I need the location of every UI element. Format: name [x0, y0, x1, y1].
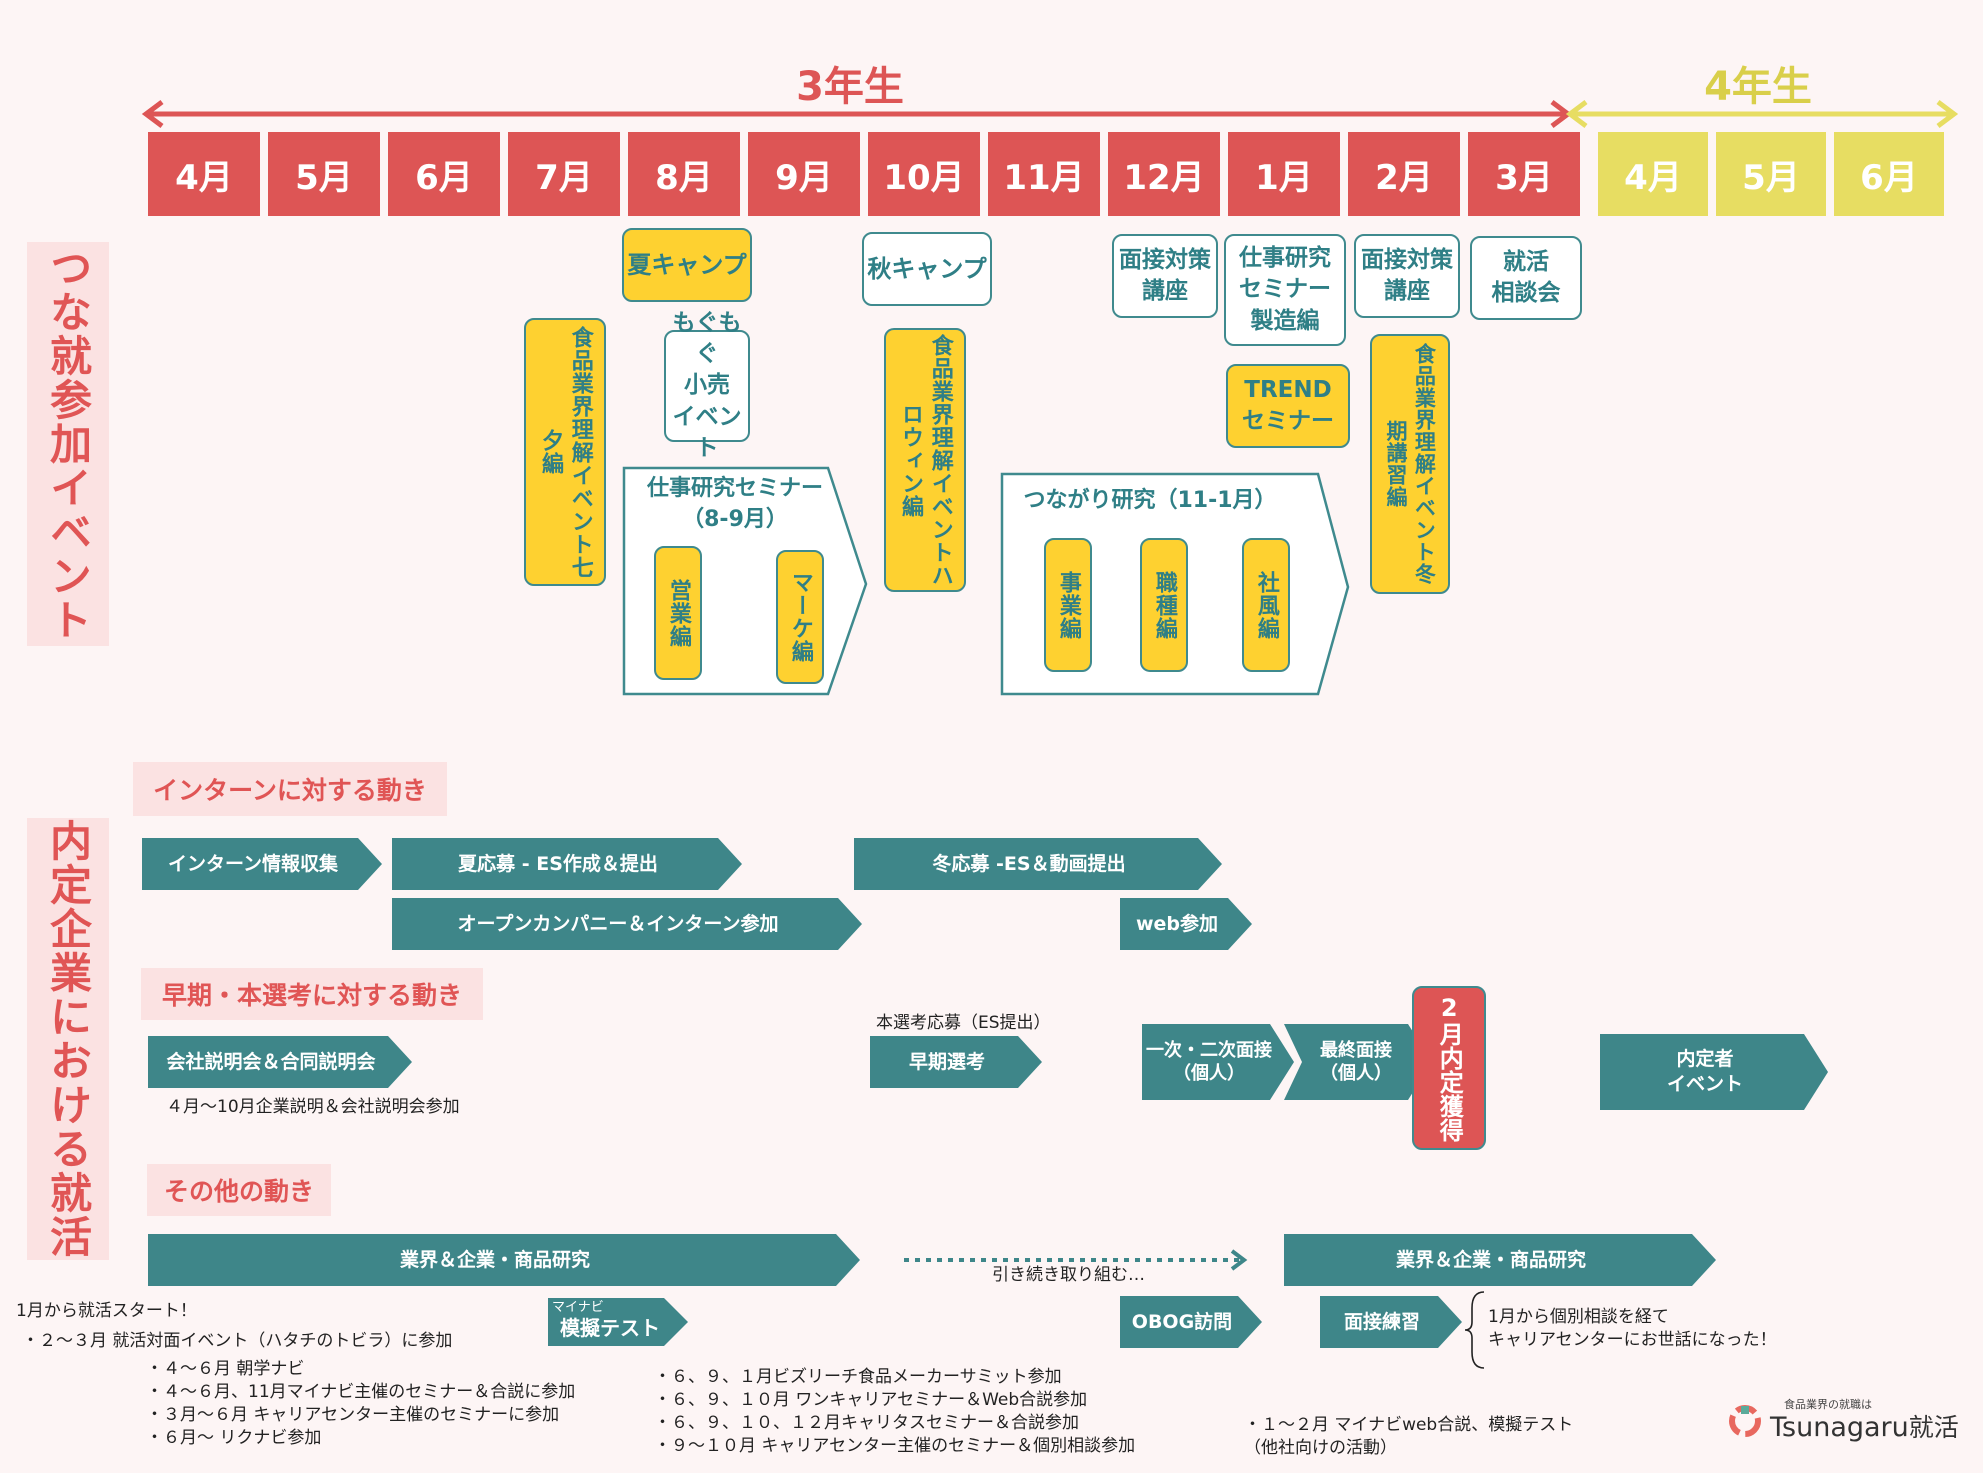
logo-suffix: 就活: [1908, 1413, 1959, 1442]
logo-wordmark: Tsunagaru就活: [1770, 1408, 1959, 1444]
section-other-title: その他の動き: [147, 1164, 331, 1216]
event-job-seminar-mfg: 仕事研究 セミナー 製造編: [1224, 234, 1346, 346]
section-early-title: 早期・本選考に対する動き: [141, 968, 483, 1020]
briefing-note: ４月〜10月企業説明＆会社説明会参加: [166, 1097, 460, 1117]
obog-arrow: OBOG訪問: [1120, 1296, 1262, 1348]
event-trend-seminar: TREND セミナー: [1226, 364, 1350, 448]
month-apr: 4月: [148, 132, 260, 216]
event-interview-course-1: 面接対策 講座: [1112, 234, 1218, 318]
event-mogumogu: もぐもぐ 小売 イベント: [664, 310, 750, 461]
month-dec: 12月: [1108, 132, 1220, 216]
logo-brand: Tsunagaru: [1770, 1412, 1909, 1443]
offer-badge: 2月内定獲得: [1412, 986, 1486, 1150]
logo-small-text: 食品業界の就職は: [1784, 1398, 1872, 1411]
sidebar-events-title: つな就参加イベント: [27, 242, 109, 646]
month-mar: 3月: [1468, 132, 1580, 216]
intern-web-arrow: web参加: [1120, 898, 1252, 950]
offer-event-arrow: 内定者 イベント: [1600, 1034, 1828, 1110]
final-interview-arrow: 最終面接 （個人）: [1284, 1024, 1432, 1100]
note-list-b: ・６、９、１月ビズリーチ食品メーカーサミット参加 ・６、９、１０月 ワンキャリア…: [654, 1367, 1136, 1456]
event-autumn-camp: 秋キャンプ: [862, 232, 992, 306]
event-tsunagari-occupation: 職種編: [1140, 538, 1188, 672]
event-tsunagari-culture: 社風編: [1242, 538, 1290, 672]
brace-icon: [1464, 1291, 1485, 1369]
event-food-tanabata: 食品業界理解イベント七夕編: [524, 318, 606, 586]
mock-test-arrow: マイナビ 模擬テスト: [548, 1298, 688, 1346]
tsunagari-title: つながり研究（11-1月）: [1023, 488, 1277, 513]
briefing-arrow: 会社説明会＆合同説明会: [148, 1036, 412, 1088]
month-nov: 11月: [988, 132, 1100, 216]
intern-summer-arrow: 夏応募 - ES作成＆提出: [392, 838, 742, 890]
month-feb: 2月: [1348, 132, 1460, 216]
year-3-label: 3年生: [796, 64, 904, 110]
apply-note: 本選考応募（ES提出）: [876, 1013, 1051, 1033]
month-sep: 9月: [748, 132, 860, 216]
intern-winter-arrow: 冬応募 -ES＆動画提出: [854, 838, 1222, 890]
event-summer-camp: 夏キャンプ: [622, 228, 752, 302]
event-interview-course-2: 面接対策 講座: [1354, 234, 1460, 318]
event-tsunagari-business: 事業編: [1044, 538, 1092, 672]
event-food-winter: 食品業界理解イベント冬期講習編: [1370, 334, 1450, 594]
job-seminar-title: 仕事研究セミナー （8-9月）: [646, 476, 823, 532]
interview-practice-arrow: 面接練習: [1320, 1296, 1462, 1348]
continue-dotted-arrow: [904, 1249, 1248, 1271]
mock-test-label: 模擬テスト: [560, 1316, 660, 1340]
section-intern-title: インターンに対する動き: [133, 762, 447, 816]
mock-test-small-label: マイナビ: [552, 1300, 604, 1315]
month-aug: 8月: [628, 132, 740, 216]
month-may-4th: 5月: [1716, 132, 1826, 216]
sidebar-activities-title: 内定企業における就活: [27, 818, 109, 1260]
intern-info-arrow: インターン情報収集: [142, 838, 382, 890]
research-arrow-1: 業界＆企業・商品研究: [148, 1234, 860, 1286]
month-apr-4th: 4月: [1598, 132, 1708, 216]
consult-note: 1月から個別相談を経て キャリアセンターにお世話になった！: [1488, 1307, 1777, 1350]
month-jan: 1月: [1228, 132, 1340, 216]
intern-open-arrow: オープンカンパニー＆インターン参加: [392, 898, 862, 950]
note-event: ・２〜３月 就活対面イベント（ハタチのトビラ）に参加: [22, 1331, 453, 1351]
month-oct: 10月: [868, 132, 980, 216]
note-start: 1月から就活スタート！: [16, 1301, 197, 1321]
event-job-marketing: マーケ編: [776, 550, 824, 684]
month-may: 5月: [268, 132, 380, 216]
month-jul: 7月: [508, 132, 620, 216]
continue-note: 引き続き取り組む…: [992, 1265, 1145, 1285]
year-4-label: 4年生: [1704, 64, 1812, 110]
research-arrow-2: 業界＆企業・商品研究: [1284, 1234, 1716, 1286]
event-job-sales: 営業編: [654, 546, 702, 680]
note-list-a: ・４〜６月 朝学ナビ ・４〜６月、11月マイナビ主催のセミナー＆合説に参加 ・３…: [146, 1359, 576, 1448]
seminar-frames: [622, 466, 1350, 696]
early-selection-arrow: 早期選考: [870, 1036, 1042, 1088]
event-consultation: 就活 相談会: [1470, 236, 1582, 320]
month-jun-4th: 6月: [1834, 132, 1944, 216]
year-arrows: [141, 100, 1959, 128]
note-list-c: ・１〜２月 マイナビweb合説、模擬テスト （他社向けの活動）: [1244, 1415, 1574, 1458]
logo-mark-icon: [1729, 1405, 1761, 1437]
brand-logo: 食品業界の就職は Tsunagaru就活: [1726, 1394, 1959, 1444]
month-jun: 6月: [388, 132, 500, 216]
event-food-halloween: 食品業界理解イベントハロウィン編: [884, 328, 966, 592]
interviews-arrow: 一次・二次面接 （個人）: [1142, 1024, 1294, 1100]
